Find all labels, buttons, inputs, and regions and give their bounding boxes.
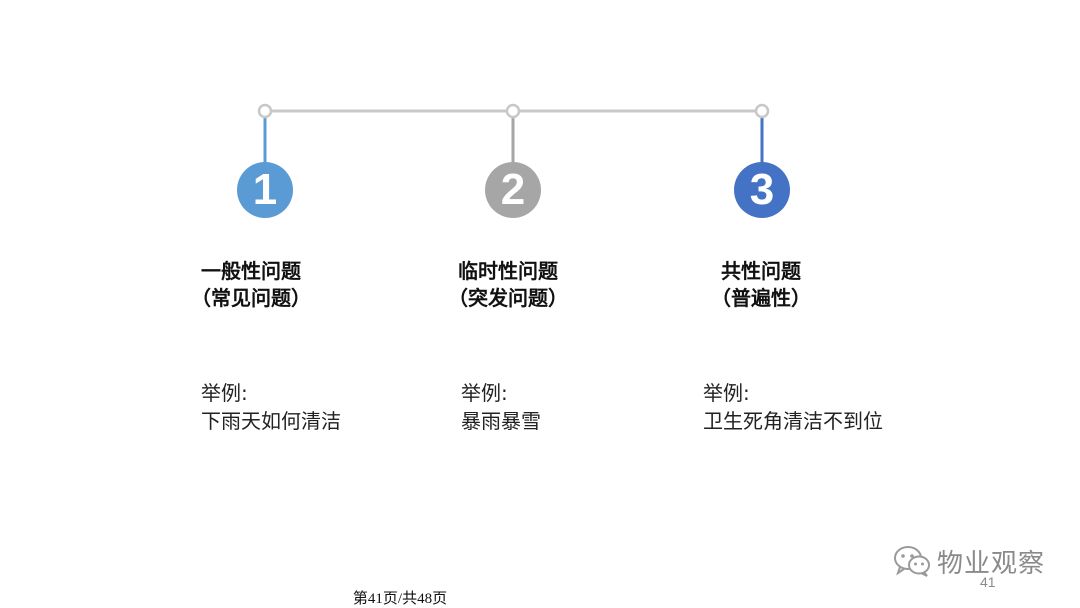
step-2-example-text: 暴雨暴雪 [461,409,541,433]
step-1-example-label: 举例: [201,381,248,405]
step-1-example-text: 下雨天如何清洁 [201,409,341,433]
timeline-node-3 [754,103,770,119]
step-1-title: 一般性问题 （常见问题） [151,258,351,312]
timeline-node-1 [257,103,273,119]
step-2-title-line1: 临时性问题 [458,259,558,283]
step-2-badge: 2 [485,162,541,218]
timeline-node-2 [505,103,521,119]
step-2-title: 临时性问题 （突发问题） [408,258,608,312]
step-3-title-line1: 共性问题 [721,259,801,283]
step-3-title-line2: （普遍性） [711,286,811,310]
wechat-icon [894,546,930,577]
step-3-badge: 3 [734,162,790,218]
watermark-text: 物业观察 [937,548,1046,579]
step-2-example-label: 举例: [461,381,508,405]
step-1-badge: 1 [237,162,293,218]
step-1-title-line1: 一般性问题 [201,259,301,283]
step-3-example: 举例: 卫生死角清洁不到位 [703,379,883,435]
step-3-title: 共性问题 （普遍性） [661,258,861,312]
step-3-example-label: 举例: [703,381,750,405]
step-1-title-line2: （常见问题） [191,286,311,310]
page-footer: 第41页/共48页 [352,591,448,607]
step-3-example-text: 卫生死角清洁不到位 [703,409,883,433]
step-1-example: 举例: 下雨天如何清洁 [201,379,341,435]
page-number: 41 [980,574,996,590]
step-2-example: 举例: 暴雨暴雪 [461,379,541,435]
watermark: 物业观察 [893,543,1045,579]
step-2-title-line2: （突发问题） [448,286,568,310]
